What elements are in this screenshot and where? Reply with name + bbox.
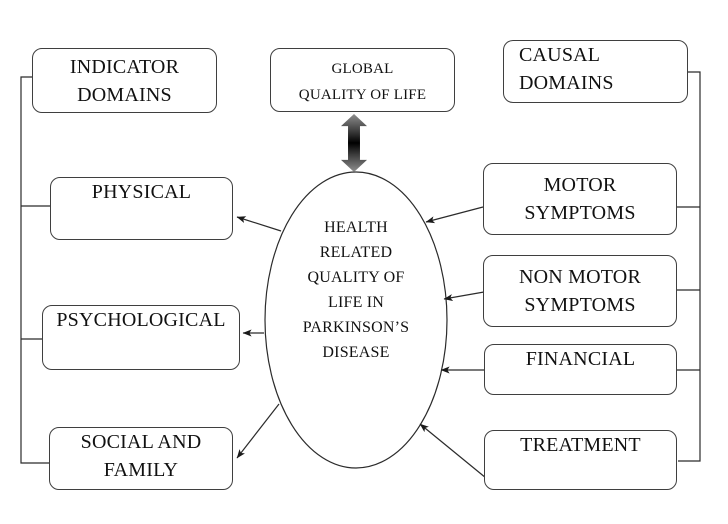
ellipse-label-line: QUALITY OF [307, 269, 405, 286]
box-label-line: DOMAINS [519, 72, 614, 94]
motor-symptoms-box: MOTOR SYMPTOMS [483, 163, 677, 235]
physical-box: PHYSICAL [50, 177, 233, 240]
right-bracket-line [677, 71, 701, 462]
arrow-ellipse-to-social-family [236, 403, 280, 459]
non-motor-symptoms-box: NON MOTOR SYMPTOMS [483, 255, 677, 327]
box-label-line: DOMAINS [77, 83, 172, 106]
causal-domains-box: CAUSAL DOMAINS [503, 40, 688, 103]
box-label-line: FAMILY [103, 459, 179, 481]
left-bracket-line [20, 76, 50, 464]
psychological-box: PSYCHOLOGICAL [42, 305, 240, 370]
box-label-line: SOCIAL AND [80, 431, 202, 453]
financial-box: FINANCIAL [484, 344, 677, 395]
box-label-line: PSYCHOLOGICAL [56, 309, 226, 331]
box-label-line: GLOBAL [331, 61, 394, 77]
arrow-motor-to-ellipse [425, 206, 484, 224]
box-label-line: NON MOTOR [519, 266, 641, 288]
treatment-box: TREATMENT [484, 430, 677, 490]
box-label-line: PHYSICAL [91, 181, 192, 203]
box-label-line: INDICATOR [69, 55, 180, 78]
social-and-family-box: SOCIAL AND FAMILY [49, 427, 233, 490]
arrow-non-motor-to-ellipse [443, 291, 485, 301]
ellipse-label-line: LIFE IN [327, 294, 385, 311]
arrow-ellipse-to-physical [236, 216, 282, 232]
arrow-treatment-to-ellipse [419, 423, 487, 479]
center-ellipse-shape [264, 171, 448, 469]
global-quality-of-life-box: GLOBAL QUALITY OF LIFE [270, 48, 455, 112]
ellipse-label-line: RELATED [319, 244, 393, 261]
box-label-line: TREATMENT [520, 434, 641, 456]
ellipse-label-line: PARKINSON’S [302, 319, 410, 336]
box-label-line: SYMPTOMS [524, 294, 636, 316]
ellipse-label-line: DISEASE [322, 344, 390, 361]
box-label-line: SYMPTOMS [524, 202, 636, 224]
box-label-line: QUALITY OF LIFE [298, 87, 427, 103]
box-label-line: FINANCIAL [525, 348, 636, 370]
ellipse-label-line: HEALTH [324, 219, 388, 236]
center-ellipse-label: HEALTH RELATED QUALITY OF LIFE IN PARKIN… [265, 172, 447, 468]
box-label-line: CAUSAL [519, 44, 601, 66]
box-label-line: MOTOR [543, 174, 617, 196]
indicator-domains-box: INDICATOR DOMAINS [32, 48, 217, 113]
